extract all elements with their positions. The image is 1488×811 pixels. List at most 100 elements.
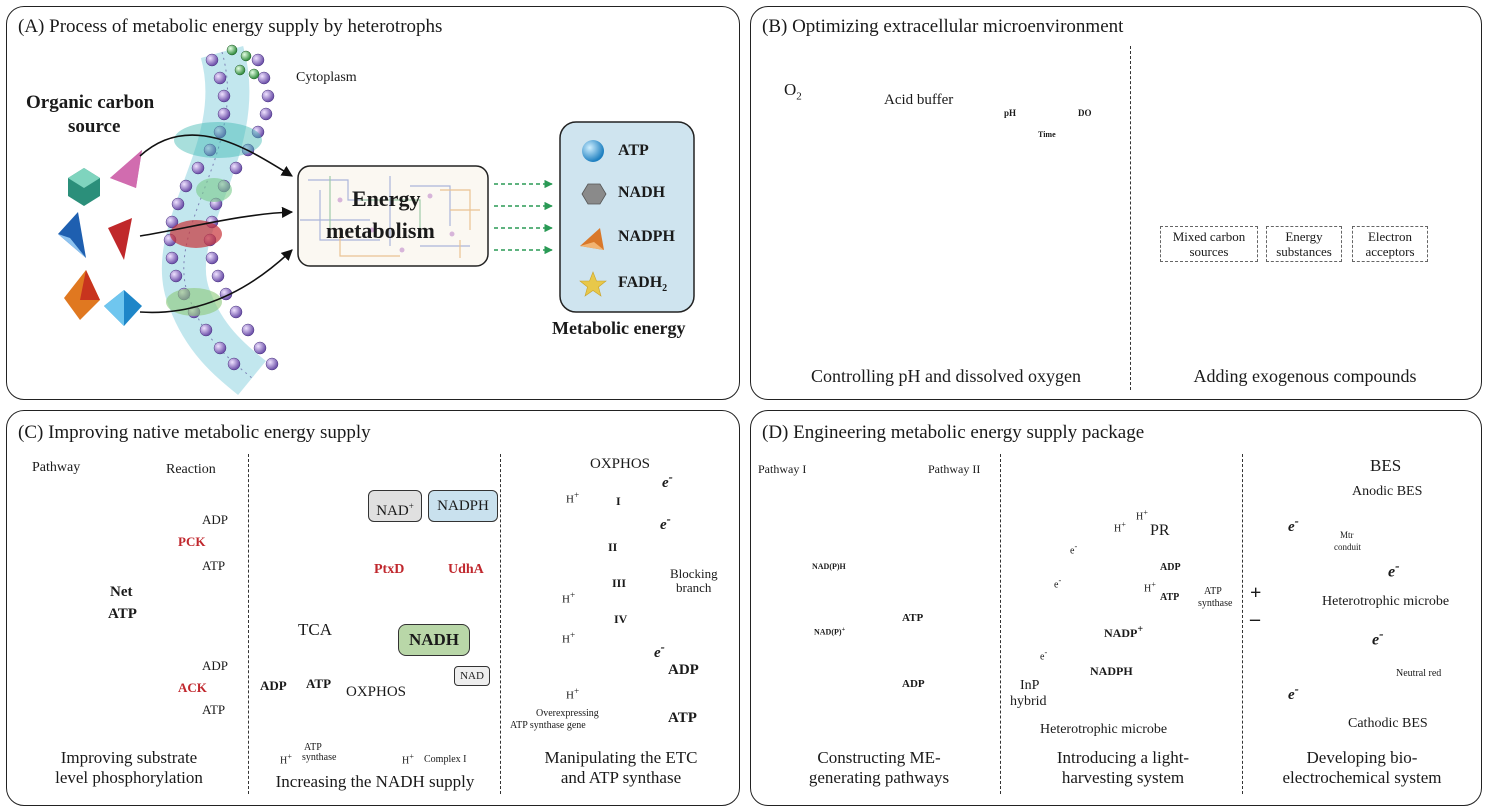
caption-lh-l2: harvesting system [1061, 768, 1185, 787]
h-plus-pr2-text: H [1136, 511, 1144, 523]
h-plus-r3-text: H [562, 633, 570, 646]
d-nadp-text: NADP [1104, 626, 1138, 640]
electron-acceptors-l2: acceptors [1365, 244, 1415, 259]
nadph-box: NADPH [428, 490, 498, 522]
blocking-l2: branch [676, 580, 712, 595]
h-plus-mid-2-text: H [402, 755, 410, 767]
caption-me-pathways: Constructing ME-generating pathways [756, 748, 1002, 788]
anodic-label: Anodic BES [1352, 484, 1423, 499]
e-minus-2-text: e [660, 517, 667, 533]
h-plus-pr: H+ [1114, 520, 1126, 535]
lipid-bilayer [161, 44, 279, 396]
panel-b-divider [1130, 46, 1131, 390]
e-minus-d1: e- [1070, 542, 1078, 557]
e-bes-1-text: e [1388, 563, 1396, 581]
e-bes-2: e- [1372, 626, 1384, 649]
bes-label: BES [1370, 456, 1402, 475]
e-minus-3: e- [654, 640, 665, 661]
caption-be-l2: electrochemical system [1282, 768, 1442, 787]
caption-exogenous: Adding exogenous compounds [1193, 366, 1417, 386]
atp-synthase-mid-l1: ATP [304, 742, 322, 753]
panel-c-divider-1 [248, 454, 249, 794]
nadph-text: NADPH [437, 498, 489, 514]
metabolic-energy-label: Metabolic energy [552, 318, 686, 338]
panel-d-title: (D) Engineering metabolic energy supply … [762, 422, 1145, 443]
legend-fadh-text: FADH [618, 274, 663, 291]
legend-fadh-sub: 2 [662, 283, 668, 295]
acid-buffer-label: Acid buffer [884, 92, 954, 108]
e-minus-1-text: e [662, 475, 669, 491]
caption-nadh-supply: Increasing the NADH supply [275, 772, 475, 791]
mid-adp: ADP [260, 678, 287, 693]
overexpressing-l2: ATP synthase gene [510, 720, 586, 731]
h-plus-r2-text: H [562, 593, 570, 606]
o2-sub: 2 [796, 90, 802, 103]
ack-adp: ADP [202, 658, 229, 673]
caption-etc-l1: Manipulating the ETC [544, 748, 698, 767]
nad-plus-text: NAD [376, 503, 409, 519]
d-nadph-label: NADPH [1090, 664, 1133, 678]
caption-lh-l1: Introducing a light- [1056, 748, 1190, 767]
h-plus-mid-2: H+ [402, 752, 414, 767]
mtr-l2: conduit [1334, 542, 1361, 552]
energy-metabolism-line1: Energy [352, 186, 421, 211]
o2-text: O [784, 80, 797, 99]
d-nadp-label: NADP+ [1104, 624, 1144, 640]
h-plus-r1-text: H [566, 493, 574, 506]
h-plus-pr2: H+ [1136, 508, 1148, 523]
caption-light-harvesting: Introducing a light-harvesting system [1004, 748, 1242, 788]
mixed-carbon-l1: Mixed carbon [1172, 229, 1246, 244]
gear-nadp-label: NAD(P)+ [814, 626, 846, 637]
atp-sphere-icon [582, 140, 604, 162]
e-minus-d2: e- [1054, 576, 1062, 591]
legend-nadph: NADPH [618, 228, 675, 245]
h-plus-r4: H+ [566, 686, 580, 702]
etc-complex-iv: IV [614, 612, 628, 626]
e-minus-3-text: e [654, 645, 661, 661]
pathway-i-label: Pathway I [758, 462, 807, 476]
h-plus-r1: H+ [566, 490, 580, 506]
caption-me-l2: generating pathways [808, 768, 950, 787]
ptxd-label: PtxD [374, 562, 405, 577]
minus-sign: – [1250, 608, 1260, 630]
right-adp: ADP [668, 662, 699, 678]
complex-i-label: Complex I [424, 754, 467, 765]
legend-fadh2: FADH2 [618, 274, 667, 294]
monitor-do: DO [1078, 108, 1092, 118]
nadh-text: NADH [408, 630, 460, 649]
tca-label: TCA [298, 620, 332, 639]
e-bes-2-text: e [1372, 631, 1380, 649]
pathway-ii-label: Pathway II [928, 462, 981, 476]
pck-label: PCK [178, 534, 206, 549]
pathway-label: Pathway [32, 460, 81, 475]
nadh-hexagon-icon [581, 183, 607, 205]
inp-l2: hybrid [1010, 694, 1047, 709]
h-plus-syn: H+ [1144, 580, 1156, 595]
panel-d-divider-1 [1000, 454, 1001, 794]
etc-complex-iii: III [612, 576, 627, 590]
monitor-ph: pH [1004, 108, 1017, 118]
cell-microbe-label: Heterotrophic microbe [1040, 722, 1168, 737]
e-wire-1-text: e [1288, 519, 1295, 535]
carbon-source-label-line1: Organic carbon [26, 92, 155, 113]
atp-synthase-mid-l2: synthase [302, 752, 337, 763]
panel-b [750, 6, 1482, 400]
e-minus-d2-text: e [1054, 579, 1059, 591]
panel-d-divider-2 [1242, 454, 1243, 794]
legend-atp: ATP [618, 142, 649, 159]
etc-complex-ii: II [608, 540, 618, 554]
gear-nadph-label: NAD(P)H [812, 562, 846, 571]
h-plus-syn-text: H [1144, 583, 1152, 595]
h-plus-r4-text: H [566, 689, 574, 702]
d-adp: ADP [1160, 562, 1181, 573]
bes-microbe-label: Heterotrophic microbe [1322, 594, 1450, 609]
panel-c-divider-2 [500, 454, 501, 794]
ack-label: ACK [178, 680, 207, 695]
atp-synthase-d-l2: synthase [1198, 598, 1233, 609]
panel-c [6, 410, 740, 806]
h-plus-pr-text: H [1114, 523, 1122, 535]
oxphos-right: OXPHOS [590, 456, 651, 472]
mixed-carbon-l2: sources [1189, 244, 1229, 259]
